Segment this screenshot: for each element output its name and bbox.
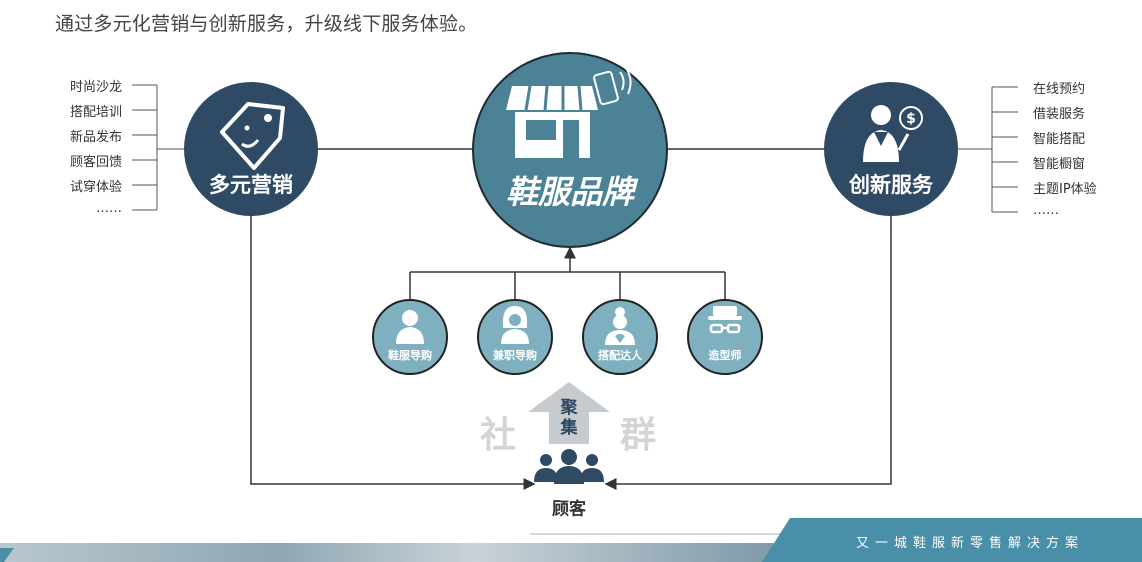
left-bracket: [132, 84, 186, 211]
footer-image-strip: [0, 543, 790, 562]
customer-label: 顾客: [552, 499, 586, 520]
part-time-guide-icon: [501, 306, 529, 344]
role-label: 搭配达人: [598, 349, 642, 362]
styling-expert-icon: [605, 307, 635, 345]
gather-arrow-up: [528, 382, 610, 444]
innovation-item: ……: [1033, 203, 1059, 218]
marketing-item: ……: [96, 201, 122, 216]
service-woman-dollar-icon: $: [863, 105, 923, 162]
innovation-item: 智能搭配: [1033, 132, 1086, 147]
brand-label: 鞋服品牌: [505, 173, 635, 211]
community-char-left: 社: [479, 415, 517, 456]
innovation-item: 借装服务: [1033, 107, 1086, 122]
marketing-item: 时尚沙龙: [69, 80, 122, 95]
marketing-label: 多元营销: [209, 173, 293, 197]
svg-text:$: $: [906, 111, 916, 127]
role-circle-4: [687, 299, 763, 375]
role-label: 鞋服导购: [388, 349, 432, 362]
smartphone-signal-icon: [593, 67, 632, 106]
left-to-customer-line: [250, 216, 536, 490]
community-char-right: 群: [619, 415, 657, 456]
storefront-icon: [506, 85, 598, 158]
role-label: 造型师: [708, 349, 742, 362]
innovation-item: 在线预约: [1033, 82, 1086, 97]
marketing-item: 试穿体验: [69, 180, 122, 195]
innovation-item: 智能橱窗: [1033, 157, 1086, 172]
gather-label: 聚集: [560, 398, 578, 438]
right-bracket: [958, 86, 1018, 213]
stylist-hat-glasses-icon: [708, 306, 742, 334]
footer-title: 又一城鞋服新零售解决方案: [855, 536, 1084, 551]
price-tag-icon: [220, 102, 285, 170]
marketing-item: 搭配培训: [69, 105, 122, 120]
marketing-circle: [184, 82, 318, 216]
innovation-item: 主题IP体验: [1033, 182, 1097, 197]
right-to-customer-line: [604, 216, 892, 490]
female-guide-icon: [396, 310, 424, 344]
marketing-item: 顾客回馈: [69, 155, 122, 170]
footer-title-bar: [762, 518, 1142, 562]
headline: 通过多元化营销与创新服务，升级线下服务体验。: [55, 13, 478, 35]
innovation-label: 创新服务: [849, 173, 933, 197]
role-label: 兼职导购: [493, 349, 537, 362]
marketing-item: 新品发布: [69, 130, 122, 145]
customer-group-icon: [534, 449, 604, 484]
role-tree-connector: [409, 246, 726, 300]
